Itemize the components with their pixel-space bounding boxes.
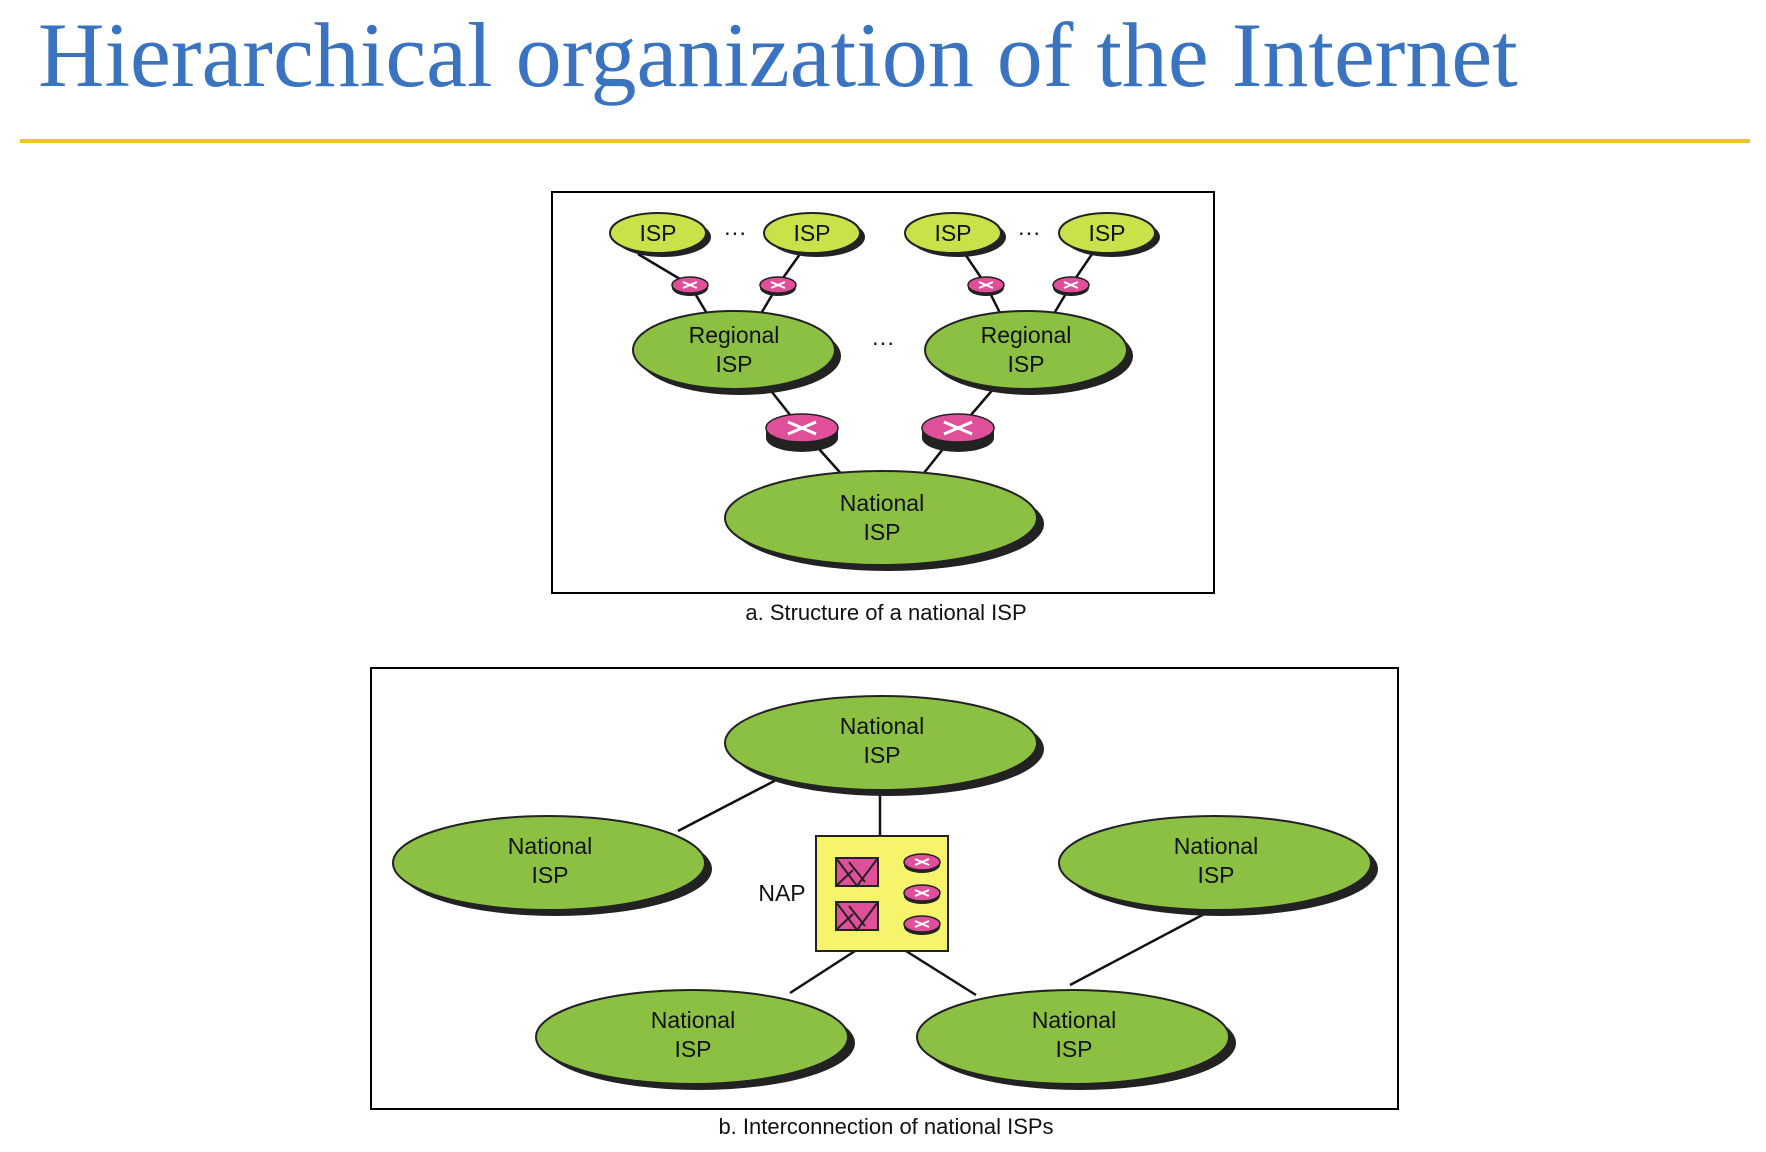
national-isp-node: National ISP: [1058, 815, 1378, 916]
national-isp-label-line1: National: [651, 1007, 735, 1033]
isp-label: ISP: [639, 220, 676, 246]
router-icon: [903, 884, 941, 905]
national-isp-label-line1: National: [840, 490, 924, 516]
isp-node: ISP: [609, 212, 711, 257]
national-isp-label-line1: National: [1032, 1007, 1116, 1033]
national-isp-node: National ISP: [392, 815, 712, 916]
router-icon: [967, 276, 1005, 297]
isp-label: ISP: [793, 220, 830, 246]
nap-label: NAP: [758, 880, 805, 906]
nap-box: [815, 835, 949, 952]
ellipsis-regional: ···: [872, 329, 895, 355]
national-isp-label-line1: National: [508, 833, 592, 859]
regional-isp-label-line2: ISP: [715, 351, 752, 377]
national-isp-node: National ISP: [724, 695, 1044, 796]
title-divider: [20, 139, 1750, 143]
router-icon: [759, 276, 797, 297]
regional-isp-label-line2: ISP: [1007, 351, 1044, 377]
national-isp-label-line2: ISP: [863, 742, 900, 768]
switch-icon: [835, 857, 879, 887]
national-isp-label-line2: ISP: [531, 862, 568, 888]
isp-node: ISP: [763, 212, 865, 257]
national-isp-label-line2: ISP: [1197, 862, 1234, 888]
isp-node: ISP: [1058, 212, 1160, 257]
ellipsis-isp-right: ···: [1018, 219, 1041, 245]
national-isp-node: National ISP: [724, 470, 1044, 571]
national-isp-label-line1: National: [1174, 833, 1258, 859]
switch-icon: [835, 901, 879, 931]
isp-node: ISP: [904, 212, 1006, 257]
regional-isp-node: Regional ISP: [924, 310, 1133, 395]
slide-title: Hierarchical organization of the Interne…: [38, 4, 1518, 106]
router-icon: [1052, 276, 1090, 297]
router-icon: [903, 853, 941, 874]
national-isp-label-line2: ISP: [674, 1036, 711, 1062]
national-isp-node: National ISP: [535, 989, 855, 1090]
router-icon: [671, 276, 709, 297]
ellipsis-isp-left: ···: [724, 219, 747, 245]
router-icon: [903, 915, 941, 936]
national-isp-label-line2: ISP: [863, 519, 900, 545]
router-icon: [920, 412, 996, 454]
regional-isp-label-line1: Regional: [689, 322, 780, 348]
regional-isp-node: Regional ISP: [632, 310, 841, 395]
router-icon: [764, 412, 840, 454]
caption-national-isp-structure: a. Structure of a national ISP: [745, 600, 1027, 625]
isp-label: ISP: [934, 220, 971, 246]
national-isp-node: National ISP: [916, 989, 1236, 1090]
isp-label: ISP: [1088, 220, 1125, 246]
panel-b-links: [677, 776, 1209, 997]
national-isp-label-line1: National: [840, 713, 924, 739]
caption-national-isp-interconnection: b. Interconnection of national ISPs: [718, 1114, 1054, 1139]
national-isp-label-line2: ISP: [1055, 1036, 1092, 1062]
regional-isp-label-line1: Regional: [981, 322, 1072, 348]
